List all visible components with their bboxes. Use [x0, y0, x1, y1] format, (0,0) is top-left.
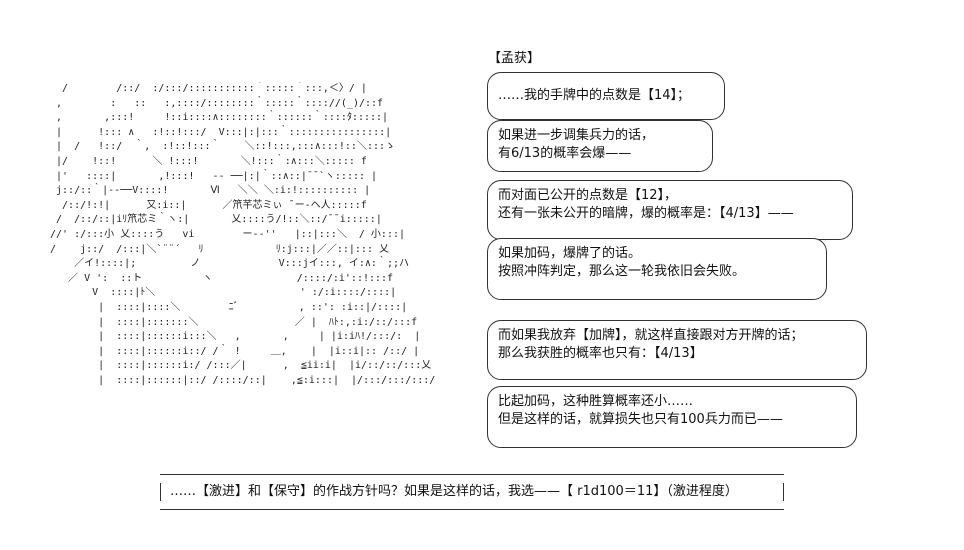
dialogue-line: 如果进一步调集兵力的话，	[498, 128, 655, 143]
dialogue-bubble-4: 如果加码，爆牌了的话。 按照冲阵判定，那么这一轮我依旧会失败。	[487, 238, 827, 300]
ascii-art-row: | ::::|::::::i:/ /:::／| , ≦ii:i| |i/::/:…	[50, 360, 432, 372]
ascii-art-row: |' ::::| ,!:::! -- ──|:|｀::∧::|¯¯`ヽ:::::…	[50, 170, 378, 182]
dialogue-line: 那么我获胜的概率也只有：【4/13】	[498, 346, 703, 361]
ascii-art-row: ／ V ': ::ト ヽ /::::/:i'::!:::f	[50, 272, 394, 284]
ascii-art-row: | ::::|:::::::＼ ／ | ﾊﾄ:,:i:/::/:::f	[50, 316, 418, 328]
speaker-name: 【孟获】	[488, 51, 541, 66]
ascii-art-row: |/ !::! ＼ !:::! ＼!:::｀:∧:::＼::::: f	[50, 155, 367, 167]
dialogue-bubble-3: 而对面已公开的点数是【12】， 还有一张未公开的暗牌，爆的概率是：【4/13】—…	[487, 180, 853, 240]
ascii-art-row: | !::: ∧ :!::!:::/ V:::|:|:::｀::::::::::…	[50, 126, 392, 138]
dialogue-line: 按照冲阵判定，那么这一轮我依旧会失败。	[498, 264, 746, 279]
ascii-art-row: | ::::|::::::i::/ /｀ ! ＿, | |i::i|:: /::…	[50, 345, 420, 357]
ascii-art-row: /::/!:!| 又:i::| ／笊芊芯ミぃ ¯ー-ヘ人:::::f	[50, 199, 367, 211]
ascii-art-row: | / !::/ ｀, :!::!:::｀ ＼::!:::,:::∧:::!::…	[50, 141, 396, 153]
ascii-art-row: / /::/ :/:::/:::::::::::｀:::::｀:::,＜〉/ |	[50, 83, 367, 94]
ascii-art-row: | ::::|::::＼ ﾆﾞ , ::': :i::|/::::|	[50, 301, 408, 313]
ascii-art-row: , ,:::! !::i::::∧::::::::｀::::::｀::::ﾀ::…	[50, 112, 389, 124]
dialogue-bubble-6: 比起加码，这种胜算概率还小…… 但是这样的话，就算损失也只有100兵力而已——	[487, 386, 857, 448]
ascii-art-row: , : :: :,::::/::::::::｀:::::｀:::://(_)/:…	[50, 97, 384, 109]
dialogue-line: 有6/13的概率会爆——	[498, 146, 632, 161]
dialogue-bubble-5: 而如果我放弃【加牌】，就这样直接跟对方开牌的话； 那么我获胜的概率也只有：【4/…	[487, 320, 867, 380]
ascii-art-row: //' :/:::小 乂::::う vi ー--'' |::|:::＼ / 小:…	[50, 228, 406, 240]
ascii-art-row: V ::::|ﾄ＼ ' :/:i::::/::::|	[50, 287, 397, 299]
ascii-art-row: | ::::|::::::|::/ /::::/::| ,≦:i:::| |/:…	[50, 374, 442, 386]
ascii-art-row: ／イ!::::|; ノ V:::jイ:::, イ:∧:｀;;ハ	[50, 258, 409, 270]
ascii-art-row: / /::/::|iﾘ笊芯ミ｀ヽ:| 乂::::う/!::＼::/¯¯i::::…	[50, 214, 382, 226]
ascii-art-row: | ::::|::::::i:::＼ , , | |i:iﾊ!/:::/: |	[50, 331, 421, 343]
ascii-art-figure: / /::/ :/:::/:::::::::::｀:::::｀:::,＜〉/ |…	[50, 82, 480, 454]
dialogue-line: 而对面已公开的点数是【12】，	[498, 188, 678, 203]
ascii-art-row: / j::/ /:::|＼`¨¨´ ﾘ ﾘ:j:::|／／::|::: 乂	[50, 243, 389, 255]
dialogue-line: ……我的手牌中的点数是【14】；	[498, 88, 691, 103]
dialogue-line: 如果加码，爆牌了的话。	[498, 246, 642, 261]
dialogue-line: 而如果我放弃【加牌】，就这样直接跟对方开牌的话；	[498, 328, 804, 343]
dialogue-line: 比起加码，这种胜算概率还小……	[498, 394, 694, 409]
dialogue-line: 还有一张未公开的暗牌，爆的概率是：【4/13】——	[498, 206, 794, 221]
choice-prompt-text: ……【激进】和【保守】的作战方针吗？如果是这样的话，我选——【 r1d100＝1…	[170, 484, 738, 499]
dialogue-line: 但是这样的话，就算损失也只有100兵力而已——	[498, 412, 783, 427]
ascii-art-row: j::/::｀|--──V::::! Ⅵ ＼＼ ＼:i:!:::::::::: …	[50, 185, 371, 197]
dialogue-bubble-2: 如果进一步调集兵力的话， 有6/13的概率会爆——	[487, 120, 713, 172]
dialogue-bubble-1: ……我的手牌中的点数是【14】；	[487, 72, 725, 120]
box-divider	[783, 483, 784, 501]
choice-prompt-box: ……【激进】和【保守】的作战方针吗？如果是这样的话，我选——【 r1d100＝1…	[160, 474, 784, 510]
box-divider	[160, 483, 161, 501]
